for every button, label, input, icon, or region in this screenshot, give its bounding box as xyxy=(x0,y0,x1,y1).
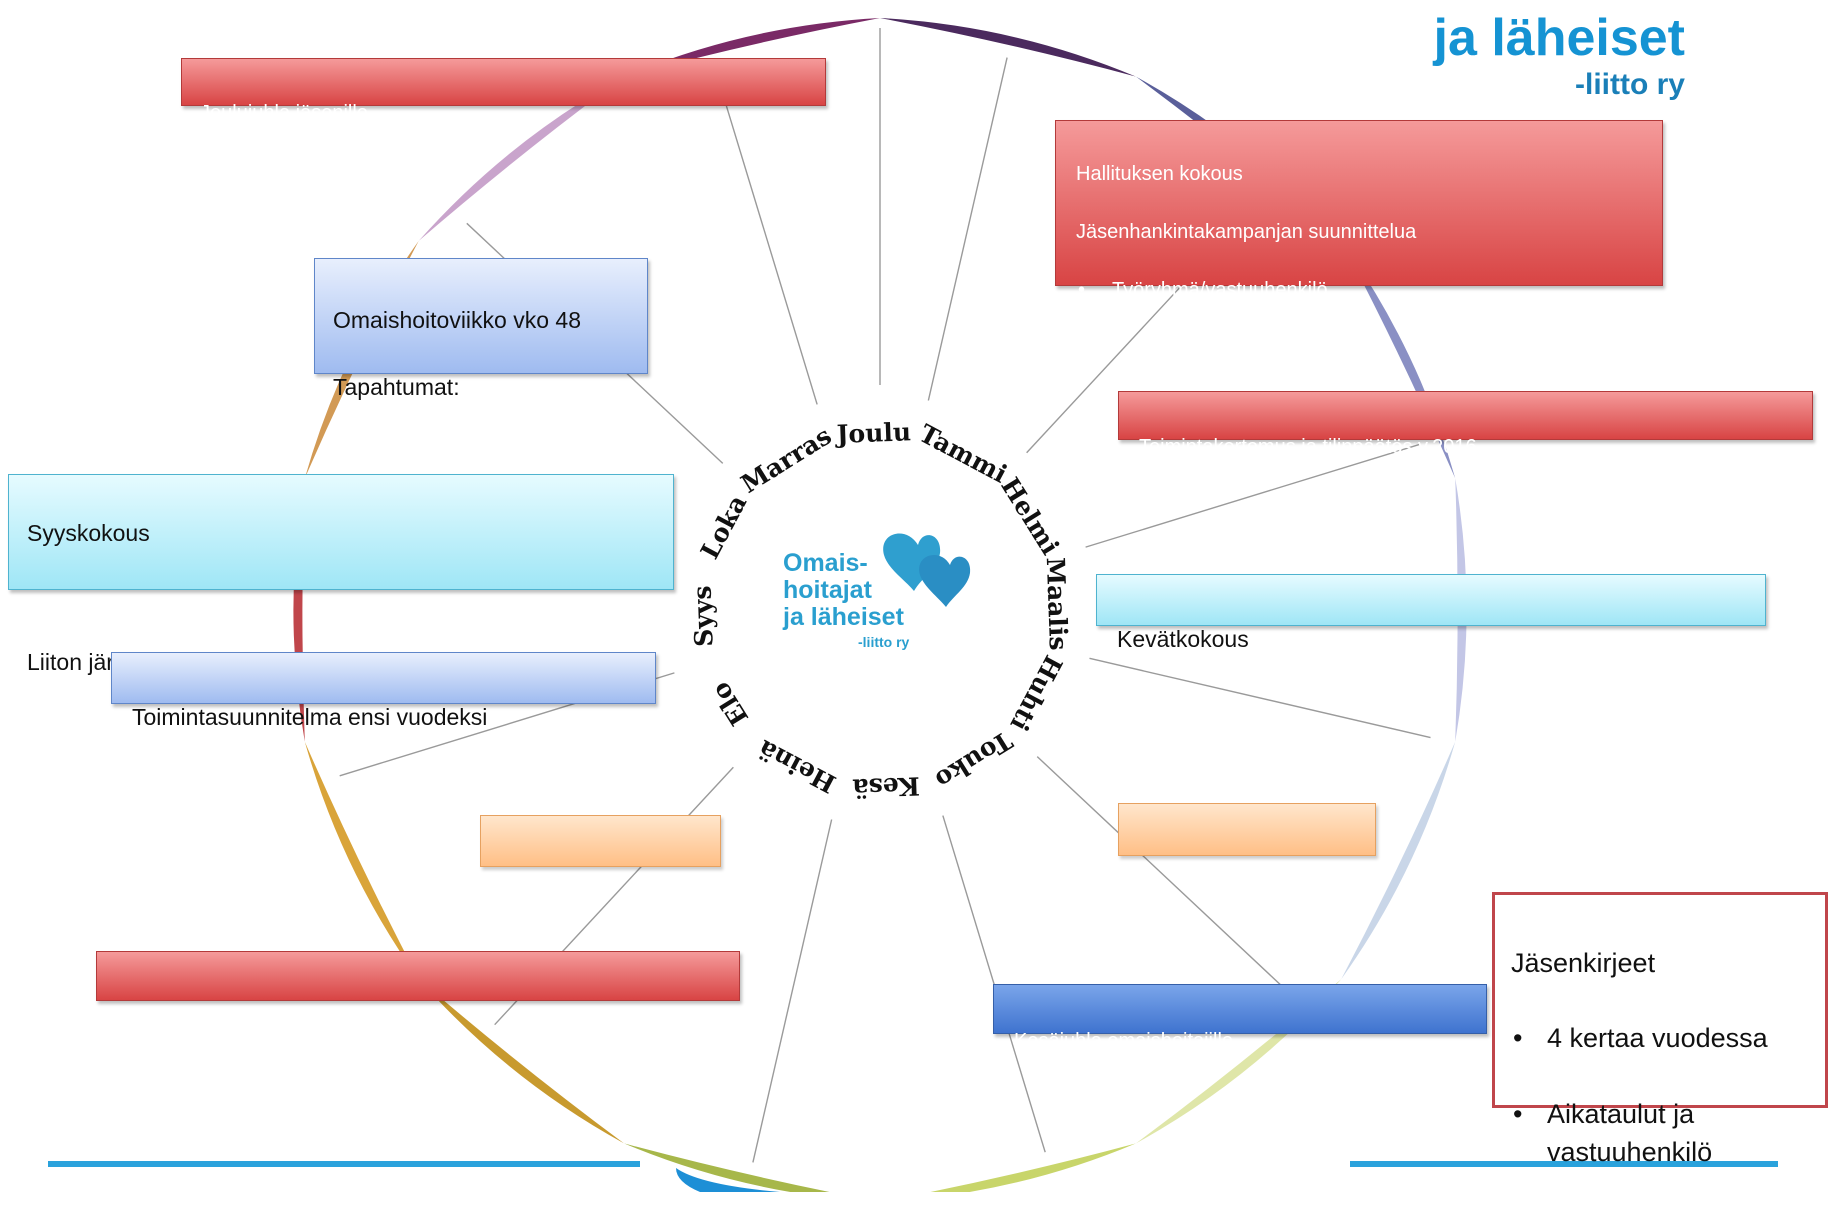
month-label: Touko xyxy=(930,725,1017,794)
toimintakertomus-box: Toimintakertomus ja tilinpäätös v.2016 xyxy=(1118,391,1813,458)
omaishoitoviikko-box: Omaishoitoviikko vko 48 Tapahtumat: xyxy=(314,258,648,400)
empty-orange-box-right xyxy=(1118,803,1376,856)
wheel-spoke xyxy=(942,815,1046,1153)
ring-segment xyxy=(418,979,625,1144)
wheel-spoke xyxy=(1089,657,1431,739)
center-logo-line2: hoitajat xyxy=(783,576,873,604)
hallitus-box: Hallituksen kokous Jäsenhankintakampanja… xyxy=(1055,120,1663,305)
center-logo-line1: Omais- xyxy=(783,549,868,577)
kesajuhla-text: Kesäjuhla omaishoitajille xyxy=(1014,1030,1234,1052)
kesajuhla-box: Kesäjuhla omaishoitajille xyxy=(993,984,1487,1052)
month-label: Marras xyxy=(736,421,837,499)
toimintasuunnitelma-box: Toimintasuunnitelma ensi vuodeksi xyxy=(111,652,656,730)
omaishoitoviikko-line2: Tapahtumat: xyxy=(333,374,460,401)
jasenkirjeet-title: Jäsenkirjeet xyxy=(1511,947,1656,978)
syyskokous-box: Syyskokous Liiton järjestöpäivät 26.-27.… xyxy=(8,474,674,675)
toimintasuunnitelma-text: Toimintasuunnitelma ensi vuodeksi xyxy=(132,703,488,730)
corner-logo-line2: -liitto ry xyxy=(1575,68,1685,101)
corner-logo: ja läheiset -liitto ry xyxy=(1434,0,1685,102)
omaishoitoviikko-line1: Omaishoitoviikko vko 48 xyxy=(333,307,581,334)
wheel-spoke xyxy=(714,67,818,405)
ring-segment xyxy=(880,18,1136,77)
jasenkirjeet-box: Jäsenkirjeet 4 kertaa vuodessa Aikataulu… xyxy=(1492,892,1828,1167)
month-label: Heinä xyxy=(753,734,840,799)
month-label: Kesä xyxy=(852,771,920,802)
month-label: Elo xyxy=(706,677,755,731)
hallitus-title: Hallituksen kokous xyxy=(1076,163,1243,185)
month-label: Huhti xyxy=(1004,651,1068,736)
month-label: Loka xyxy=(695,490,752,563)
bottom-swoosh xyxy=(676,1168,780,1192)
wheel-spoke xyxy=(752,819,833,1163)
ring-segment xyxy=(624,1143,830,1192)
joulujuhla-text: Joulujuhla jäsenille xyxy=(200,102,368,124)
wheel-spoke xyxy=(927,57,1008,401)
month-label: Helmi xyxy=(995,472,1065,559)
hearts-icon xyxy=(883,533,971,607)
jasenkirjeet-bullet1: 4 kertaa vuodessa xyxy=(1511,1020,1809,1058)
kevatkokous-text: Kevätkokous xyxy=(1117,625,1249,652)
ring-segment xyxy=(304,741,419,980)
empty-orange-box-left xyxy=(480,815,721,867)
ring-segment xyxy=(930,1143,1136,1192)
wheel-spoke xyxy=(1085,443,1421,548)
center-logo-line3: ja läheiset xyxy=(782,603,905,631)
center-logo: Omais- hoitajat ja läheiset -liitto ry xyxy=(770,520,985,660)
month-label: Tammi xyxy=(914,419,1011,489)
month-label: Syys xyxy=(688,585,719,647)
center-logo-line4: -liitto ry xyxy=(858,634,910,650)
empty-red-box xyxy=(96,951,740,1001)
hallitus-line2: Jäsenhankintakampanjan suunnittelua xyxy=(1076,221,1417,243)
corner-logo-line1: ja läheiset xyxy=(1433,9,1685,67)
month-label: Maalis xyxy=(1041,557,1073,651)
month-label: Joulu xyxy=(834,417,911,449)
kevatkokous-box: Kevätkokous xyxy=(1096,574,1766,652)
ring-segment xyxy=(1341,741,1456,980)
joulujuhla-box: Joulujuhla jäsenille xyxy=(181,58,826,124)
hallitus-bullet: Työryhmä/vastuuhenkilö xyxy=(1076,276,1642,305)
jasenkirjeet-bullet2: Aikataulut ja vastuuhenkilö xyxy=(1511,1096,1809,1172)
syyskokous-line1: Syyskokous xyxy=(27,520,150,547)
wheel-spoke xyxy=(1036,756,1294,998)
toimintakertomus-text: Toimintakertomus ja tilinpäätös v.2016 xyxy=(1139,436,1477,458)
